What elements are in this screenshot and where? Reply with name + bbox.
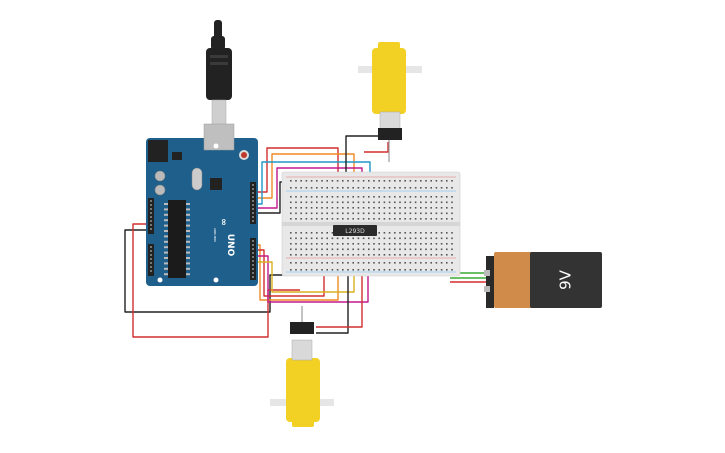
crystal: [191, 167, 203, 191]
breadboard-holes[interactable]: [290, 180, 453, 271]
center-channel: [282, 222, 460, 226]
usb-chip: [210, 178, 222, 190]
dc-motor-top[interactable]: [358, 42, 422, 162]
wire-red-motor-top[interactable]: [364, 142, 389, 153]
motor-driver-ic[interactable]: L293D: [333, 225, 377, 236]
breadboard[interactable]: [281, 171, 461, 277]
power-jack: [148, 140, 168, 162]
usb-jack: [203, 123, 235, 151]
brand-label: ARDUINO: [213, 228, 217, 243]
battery-snap: [486, 256, 494, 308]
wire-red-top[interactable]: [255, 147, 339, 200]
digital-header-top[interactable]: [250, 182, 256, 224]
capacitor-1: [154, 170, 166, 182]
battery-9v[interactable]: 9V: [484, 252, 602, 308]
usb-cable[interactable]: [206, 20, 232, 127]
dc-motor-bottom[interactable]: [270, 306, 334, 427]
motor-bottom-can: [291, 339, 313, 361]
arduino-uno[interactable]: ∞ UNO ARDUINO: [146, 123, 258, 286]
battery-voltage-label: 9V: [557, 269, 575, 290]
capacitor-2: [154, 184, 166, 196]
atmega-chip: [168, 200, 186, 278]
wire-red-motor-bottom[interactable]: [316, 260, 363, 328]
wire-black-motor-bottom[interactable]: [316, 260, 349, 334]
motor-top-can: [379, 111, 401, 131]
motor-top-endcap: [378, 128, 402, 140]
board-label: UNO: [225, 234, 235, 257]
digital-header-bottom[interactable]: [250, 238, 256, 280]
wire-magenta-bottom[interactable]: [252, 255, 369, 303]
ic-part-label: L293D: [345, 228, 365, 235]
wire-yellow-bottom[interactable]: [252, 260, 355, 293]
wire-orange-top[interactable]: [255, 153, 355, 200]
wires-layer: [124, 135, 490, 338]
wire-red-left-loop[interactable]: [132, 223, 300, 338]
arduino-logo-icon: ∞: [218, 218, 228, 226]
wire-red-bottom[interactable]: [252, 249, 325, 297]
motor-bottom-endcap: [290, 322, 314, 334]
